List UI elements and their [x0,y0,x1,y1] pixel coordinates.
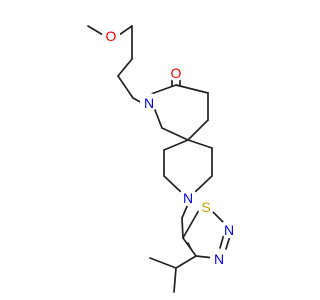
bond-ring-b-1 [187,139,213,149]
svg-text:O: O [171,65,182,81]
svg-text:S: S [201,199,210,215]
bond-chain-3 [117,75,134,99]
atom-oxygen-carbonyl: O [167,63,185,81]
chemical-structure: O O N N S N N [87,25,238,293]
bond-layer [87,25,231,293]
bond-ch2-ring [181,217,184,239]
bond-ring-a-5 [154,109,163,129]
svg-text:N: N [183,190,193,206]
atom-nitrogen-piperidine: N [179,188,197,206]
bond-ring-a-1 [175,84,209,94]
bond-n2-n3 [219,233,225,249]
bond-ring-b-6 [163,139,189,151]
bond-chain-2 [117,58,133,77]
atom-nitrogen-thiadiazole-2: N [210,249,228,267]
atom-nitrogen-lactam: N [140,93,158,111]
atom-layer: O O N N S N N [102,26,238,267]
svg-text:N: N [214,251,224,267]
bond-methyl-o [87,25,104,36]
bond-ipr-me-1 [149,257,177,269]
bond-ring-a-3 [187,119,209,141]
bond-c4-c5-inner [187,242,192,250]
atom-sulfur-thiadiazole: S [197,197,215,215]
bond-ring-b-4 [163,175,183,194]
bond-ring-b-3 [193,175,213,194]
atom-nitrogen-thiadiazole-1: N [220,220,238,238]
bond-n-ch2 [181,203,189,219]
bond-c4-ipr [175,255,197,269]
bond-c5-s [182,209,200,239]
bond-ring-a-4 [161,127,189,141]
atom-oxygen-methoxy: O [102,26,120,44]
bond-o-ch2 [118,25,133,36]
bond-s-n2 [212,211,226,225]
svg-text:O: O [106,28,117,44]
svg-text:N: N [224,222,234,238]
bond-ipr-me-2 [173,267,177,293]
svg-text:N: N [144,95,154,111]
bond-n2-n3-inner [225,235,231,250]
